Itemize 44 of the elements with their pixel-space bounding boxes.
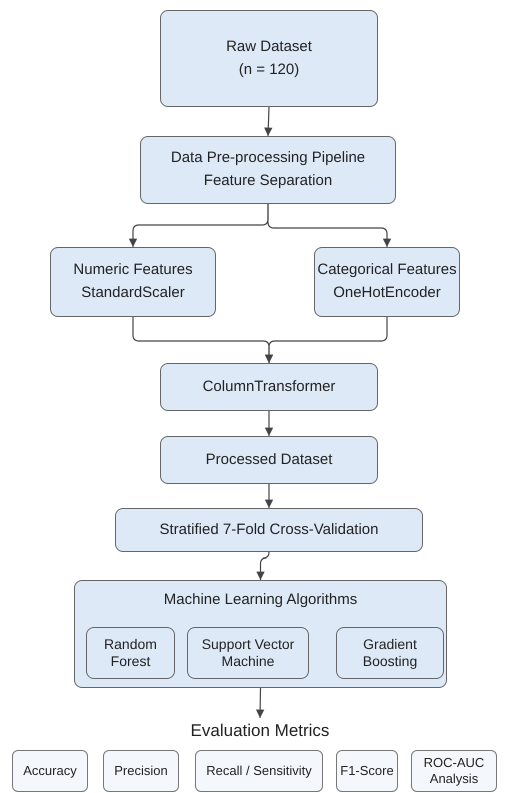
metric-box [195, 750, 323, 792]
algorithm-box [336, 627, 444, 679]
arrow [256, 551, 270, 580]
metric-box [12, 750, 88, 792]
box-label: F1-Score [340, 762, 394, 780]
metric-box [411, 750, 497, 792]
arrow [267, 204, 392, 247]
box-label: Categorical Features [317, 261, 457, 280]
box-label: Data Pre-processing Pipeline [170, 149, 366, 168]
box-label: Support Vector Machine [200, 636, 296, 670]
metric-box [336, 750, 398, 792]
process-box [160, 436, 378, 484]
box-label: ColumnTransformer [202, 378, 336, 396]
metric-box [103, 750, 179, 792]
box-label: Machine Learning Algorithms [164, 590, 358, 610]
box-label: Recall / Sensitivity [206, 762, 312, 780]
box-label: Precision [114, 762, 168, 780]
box-label: OneHotEncoder [333, 284, 441, 303]
algorithm-box [187, 627, 309, 679]
process-box [314, 247, 460, 317]
arrow [256, 688, 264, 718]
box-label: Feature Separation [204, 172, 332, 191]
process-box [115, 508, 423, 552]
process-box [50, 247, 216, 317]
process-box [160, 363, 378, 411]
process-box [160, 10, 378, 107]
arrow [264, 484, 274, 508]
box-label: Stratified 7-Fold Cross-Validation [160, 520, 378, 540]
box-label: Numeric Features [73, 261, 193, 280]
section-heading: Evaluation Metrics [180, 718, 340, 744]
arrow [264, 106, 272, 136]
algorithm-box [86, 627, 175, 679]
group-box [74, 580, 447, 688]
box-label: Processed Dataset [206, 450, 332, 470]
box-label: StandardScaler [81, 284, 185, 303]
process-box [140, 136, 396, 204]
box-label: Accuracy [23, 762, 77, 780]
box-label: ROC-AUC Analysis [422, 754, 486, 788]
box-label: Gradient Boosting [362, 636, 418, 670]
arrow [264, 317, 388, 363]
arrow [264, 411, 274, 436]
box-label: Random Forest [103, 636, 158, 670]
box-label: Raw Dataset [226, 38, 312, 56]
box-label: (n = 120) [238, 60, 300, 80]
